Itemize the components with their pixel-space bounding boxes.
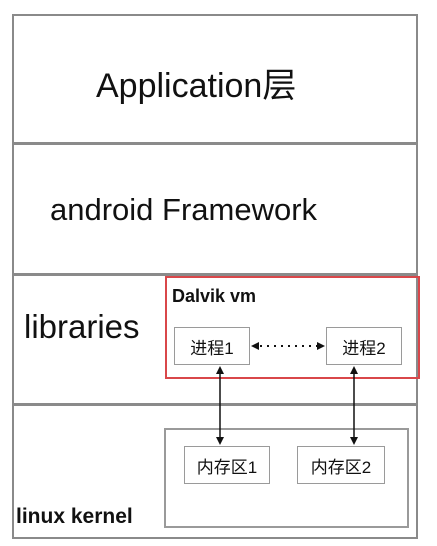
separator-libraries-kernel [12, 403, 418, 406]
kernel-layer-label: linux kernel [16, 505, 133, 528]
separator-framework-libraries [12, 273, 418, 276]
memory-area-1-box: 内存区1 [184, 446, 270, 484]
dalvik-vm-box [165, 276, 420, 379]
process-1-box: 进程1 [174, 327, 250, 365]
process-1-label: 进程1 [190, 338, 234, 358]
process-2-box: 进程2 [326, 327, 402, 365]
memory-area-2-label: 内存区2 [310, 457, 372, 477]
memory-area-1-label: 内存区1 [196, 457, 258, 477]
memory-area-2-box: 内存区2 [297, 446, 385, 484]
process-2-label: 进程2 [342, 338, 386, 358]
dalvik-vm-title: Dalvik vm [172, 286, 257, 306]
separator-app-framework [12, 142, 418, 145]
application-layer-label: Application层 [96, 67, 297, 105]
framework-layer-label: android Framework [50, 192, 318, 227]
memory-container [164, 428, 409, 528]
libraries-layer-label: libraries [24, 308, 140, 345]
